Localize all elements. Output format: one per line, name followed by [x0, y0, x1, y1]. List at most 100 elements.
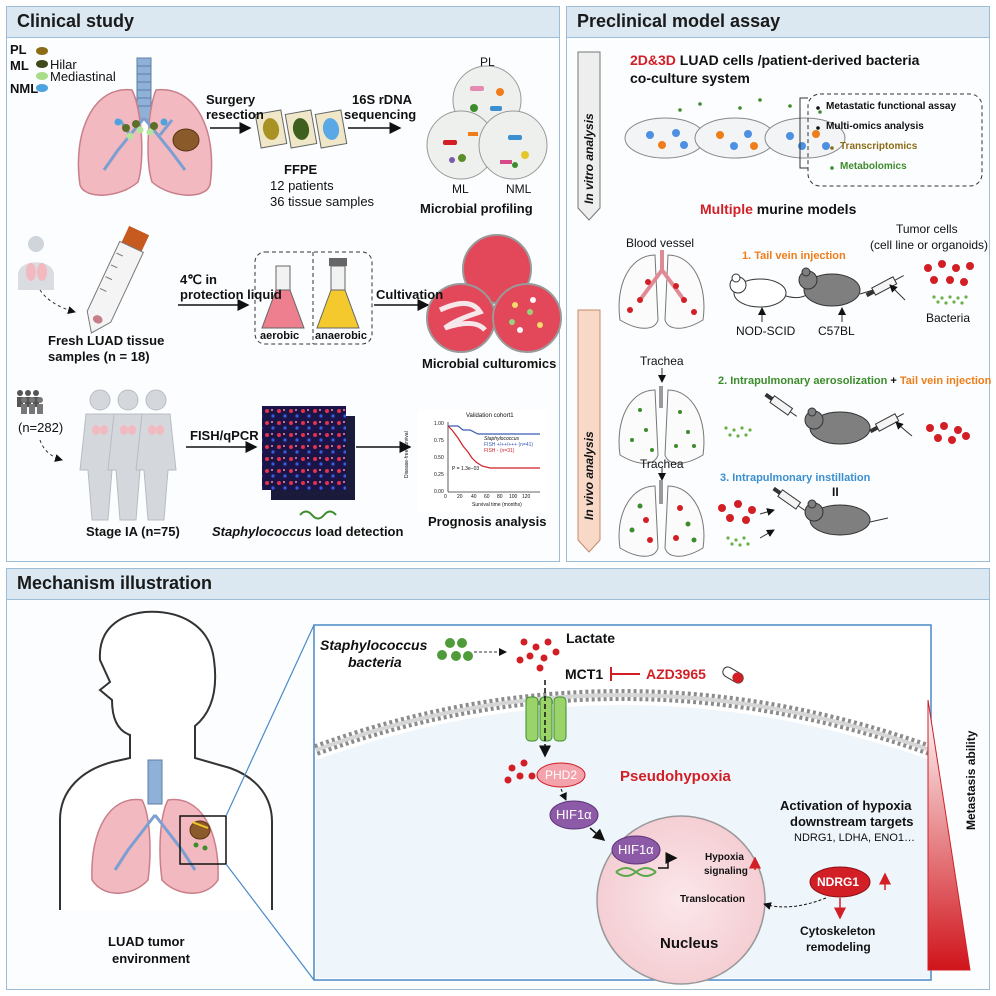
trachea-label-1: Trachea	[640, 354, 684, 368]
km-title: Validation cohort1	[466, 413, 514, 419]
env-label-2: environment	[112, 951, 191, 966]
bacteria-label: Bacteria	[926, 311, 971, 325]
coculture-title-2: co-culture system	[630, 70, 750, 86]
km-ytick: 1.00	[434, 421, 444, 427]
mouse-model-3-icon	[804, 499, 889, 536]
circle-nml-label: NML	[506, 182, 532, 196]
murine-models-title: Multiple murine models	[700, 201, 857, 217]
bacteria-dots-icon	[932, 295, 968, 305]
dna-icon	[299, 510, 337, 520]
assay-2: Multi-omics analysis	[826, 121, 924, 132]
prognosis-label: Prognosis analysis	[428, 514, 547, 529]
hypoxia-label-2: signaling	[704, 866, 748, 877]
fish-image-icon	[262, 406, 355, 500]
seq-label-2: sequencing	[344, 107, 417, 122]
km-xlabel: Survival time (months)	[472, 502, 522, 508]
staphylococcus-icon	[437, 638, 473, 661]
pl-dot-icon	[36, 47, 48, 55]
hif1a-nucleus-label: HIF1α	[618, 842, 654, 857]
metastasis-gradient-icon	[927, 699, 971, 971]
dna-icon	[615, 867, 657, 877]
legend-pl: PL	[10, 42, 27, 57]
lactate-label: Lactate	[566, 630, 616, 646]
km-legend-neg: FISH - (n=31)	[484, 448, 515, 454]
km-xtick: 80	[497, 494, 503, 500]
c57bl-mouse-icon	[798, 267, 881, 307]
nod-scid-mouse-icon	[729, 273, 809, 308]
staph-label-2: bacteria	[348, 654, 402, 670]
c57bl-label: C57BL	[818, 324, 855, 338]
seq-label-1: 16S rDNA	[352, 92, 412, 107]
anaerobic-label: anaerobic	[315, 330, 367, 342]
samples-label: 36 tissue samples	[270, 194, 375, 209]
staph-load-label: Staphylococcus load detection	[212, 524, 404, 539]
syringe-icon	[865, 275, 904, 298]
nml-dot-icon	[36, 84, 48, 92]
km-pval: P = 1.3e−03	[452, 466, 480, 472]
km-xtick: 40	[471, 494, 477, 500]
microbial-profiling-circles	[426, 65, 548, 180]
omics-transcriptomics: Transcriptomics	[840, 141, 918, 152]
pseudohypoxia-label: Pseudohypoxia	[620, 768, 731, 785]
pill-icon	[722, 666, 744, 684]
phd2-label: PHD2	[545, 768, 578, 782]
lung-model-2-icon	[618, 386, 705, 464]
preclinical-title: Preclinical model assay	[577, 11, 781, 31]
activation-label-1: Activation of hypoxia	[780, 798, 912, 813]
aerosol-bacteria-icon	[724, 426, 752, 438]
km-curve-positive	[448, 425, 540, 435]
km-ytick: 0.00	[434, 489, 444, 495]
surgery-label: Surgery	[206, 92, 256, 107]
culturomics-label: Microbial culturomics	[422, 356, 557, 371]
mechanism-lungs-icon	[91, 759, 219, 894]
human-bodies-icon	[79, 389, 177, 521]
omics-metabolomics: Metabolomics	[840, 161, 907, 172]
population-label: (n=282)	[18, 420, 64, 435]
protect-label-1: 4℃ in	[180, 272, 217, 287]
km-legend-pos: FISH +/++/+++ (n=41)	[484, 442, 534, 448]
ffpe-label: FFPE	[284, 162, 318, 177]
km-legend-title: Staphylococcus	[484, 436, 520, 442]
km-curve-negative	[447, 425, 540, 469]
cyto-label-1: Cytoskeleton	[800, 924, 876, 938]
syringe-icon	[869, 413, 905, 434]
lactate-icon	[516, 638, 560, 672]
tumor-cells-label: Tumor cells	[896, 222, 958, 236]
aerobic-flask-icon	[261, 265, 305, 329]
clinical-study-title: Clinical study	[17, 11, 135, 31]
circle-ml-label: ML	[452, 182, 469, 196]
mechanism-title: Mechanism illustration	[17, 573, 213, 593]
ffpe-slides-icon	[254, 109, 348, 149]
fresh-label-1: Fresh LUAD tissue	[48, 333, 165, 348]
ii-label: II	[832, 485, 839, 499]
cyto-label-2: remodeling	[806, 940, 871, 954]
fish-label: FISH/qPCR	[190, 428, 259, 443]
culture-dishes-icon	[426, 234, 562, 353]
blood-vessel-label: Blood vessel	[626, 236, 695, 250]
fresh-label-2: samples (n = 18)	[48, 349, 150, 364]
microbial-profiling-label: Microbial profiling	[420, 201, 533, 216]
aerobic-label: aerobic	[260, 330, 300, 342]
mediastinal-dot-icon	[36, 72, 48, 80]
trachea-label-2: Trachea	[640, 457, 684, 471]
legend-hilar: Hilar	[50, 57, 77, 72]
staph-label-1: Staphylococcus	[320, 637, 428, 653]
model-2-label: 2. Intrapulmonary aerosolization + Tail …	[718, 375, 992, 387]
stage-label: Stage IA (n=75)	[86, 524, 180, 539]
legend-nml: NML	[10, 81, 39, 96]
lactate-phd2-icon	[504, 759, 536, 784]
hif1a-nucleus-oval	[611, 835, 661, 865]
protect-label-2: protection liquid	[180, 287, 282, 302]
model-1-label: 1. Tail vein injection	[742, 250, 846, 262]
metastasis-label: Metastasis ability	[964, 730, 978, 830]
lung-model-1-icon	[618, 250, 705, 329]
resection-label: resection	[206, 107, 264, 122]
tumor-cells-icon	[926, 422, 970, 444]
ndrg1-label: NDRG1	[817, 875, 860, 889]
hypoxia-label-1: Hypoxia	[705, 852, 744, 863]
lungs-icon	[77, 57, 213, 196]
phd2-oval	[536, 762, 586, 788]
nucleus-label: Nucleus	[660, 935, 719, 952]
